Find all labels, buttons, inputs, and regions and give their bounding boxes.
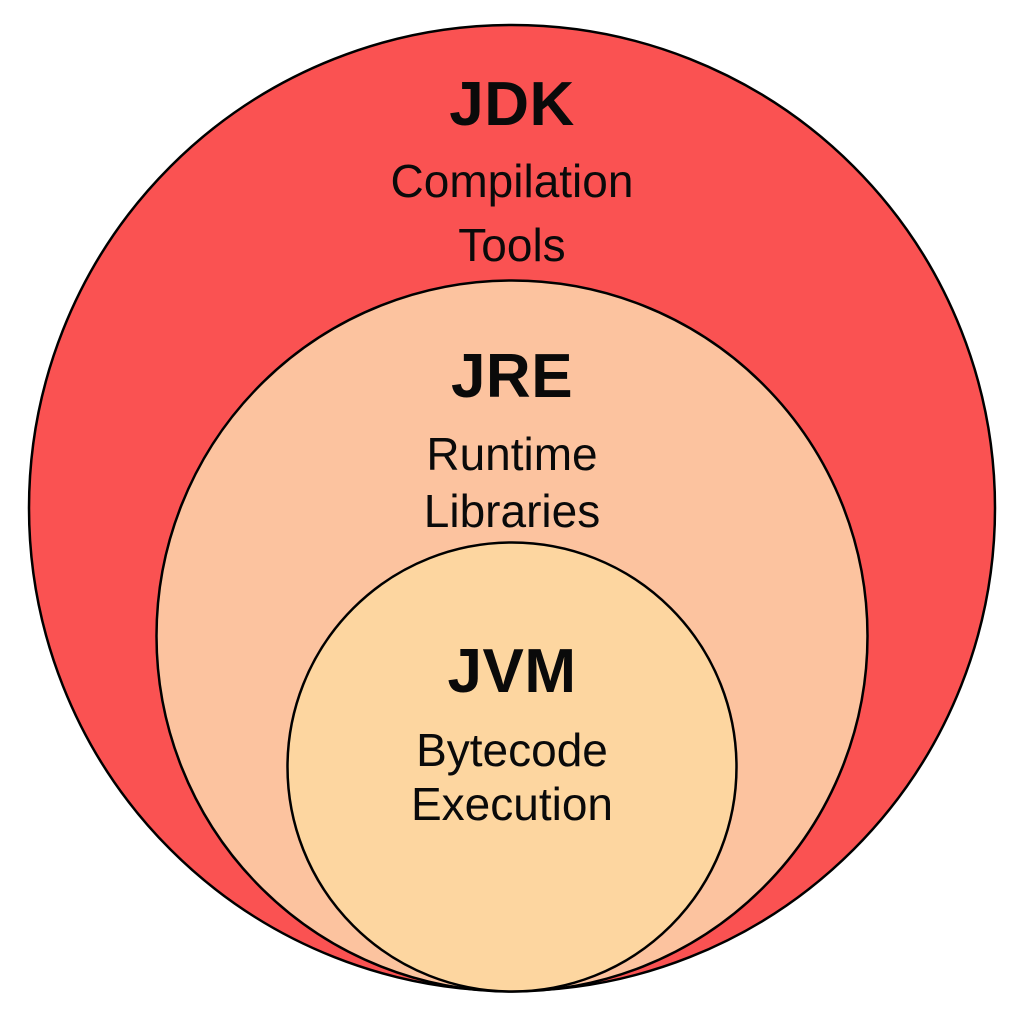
jvm-circle: [286, 541, 738, 993]
jdk-subtitle-line-1: Compilation: [391, 155, 634, 207]
jre-subtitle-line-1: Runtime: [426, 428, 597, 480]
jvm-title: JVM: [448, 637, 577, 706]
jvm-subtitle-line-1: Bytecode: [416, 724, 608, 776]
jvm-subtitle-line-2: Execution: [411, 778, 613, 830]
jre-subtitle-line-2: Libraries: [424, 485, 600, 537]
jre-title: JRE: [451, 342, 573, 411]
jdk-subtitle-line-2: Tools: [458, 219, 565, 271]
jdk-title: JDK: [449, 70, 575, 139]
